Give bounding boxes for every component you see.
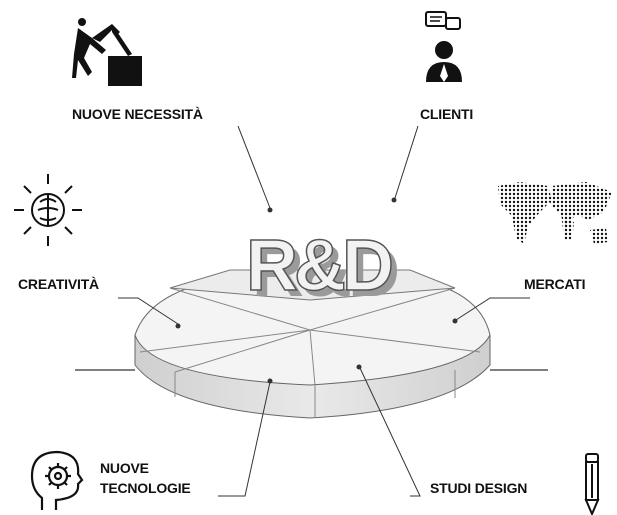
label-nuove-tecnologie-line1: NUOVE <box>100 460 149 476</box>
label-clienti: CLIENTI <box>420 106 474 122</box>
climber-box-icon <box>72 18 142 86</box>
label-nuove-tecnologie-line2: TECNOLOGIE <box>100 480 191 496</box>
leader-lines <box>118 125 530 497</box>
customer-chat-icon <box>425 11 462 82</box>
center-title: R&D <box>246 226 391 306</box>
head-gear-icon <box>30 450 84 510</box>
label-nuove-necessita: NUOVE NECESSITÀ <box>72 106 203 122</box>
center-title-shadow: R&D <box>252 232 397 312</box>
segmented-pie <box>134 269 491 419</box>
rnd-letters: R&D R&D <box>245 225 401 312</box>
label-nuove-tecnologie: NUOVE TECNOLOGIE <box>100 458 191 498</box>
pencil-icon <box>584 453 600 515</box>
brain-idea-icon <box>14 174 82 246</box>
label-mercati: MERCATI <box>524 276 586 292</box>
label-creativita: CREATIVITÀ <box>18 276 99 292</box>
label-studi-design: STUDI DESIGN <box>430 480 528 496</box>
world-map-icon <box>498 182 612 244</box>
